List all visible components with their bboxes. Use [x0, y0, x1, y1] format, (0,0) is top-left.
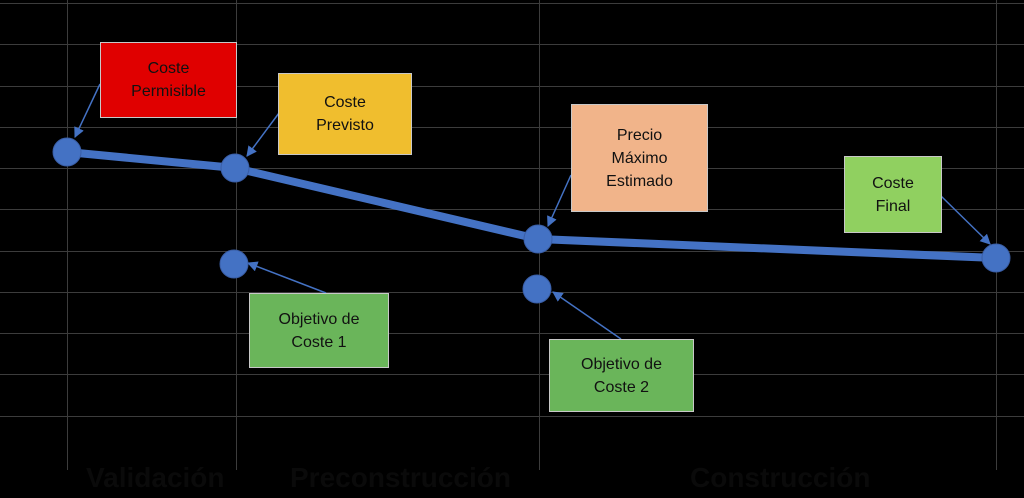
coste-final-box: Coste Final: [844, 156, 942, 233]
point-coste-permisible: [52, 137, 82, 167]
coste-permisible-box: Coste Permisible: [100, 42, 237, 118]
coste-previsto-box: Coste Previsto: [278, 73, 412, 155]
phase-label-construccion: Construcción: [690, 462, 871, 493]
connector-arrows: [74, 83, 991, 340]
arrow-final: [940, 195, 991, 245]
point-objetivo-2: [522, 274, 552, 304]
cost-trend-line: [63, 148, 1000, 262]
arrow-previsto: [246, 112, 280, 157]
arrow-maximo: [547, 174, 572, 227]
arrow-permisible: [74, 83, 101, 138]
data-points: [52, 137, 1011, 304]
point-objetivo-1: [219, 249, 249, 279]
point-coste-previsto: [220, 153, 250, 183]
objetivo-coste-2-box: Objetivo de Coste 2: [549, 339, 694, 412]
point-precio-maximo: [523, 224, 553, 254]
phase-label-preconstruccion: Preconstrucción: [290, 462, 511, 493]
point-coste-final: [981, 243, 1011, 273]
arrow-objetivo1: [247, 261, 327, 294]
precio-maximo-estimado-box: Precio Máximo Estimado: [571, 104, 708, 212]
objetivo-coste-1-box: Objetivo de Coste 1: [249, 293, 389, 368]
phase-label-validacion: Validación: [86, 462, 225, 493]
arrow-objetivo2: [552, 291, 622, 340]
